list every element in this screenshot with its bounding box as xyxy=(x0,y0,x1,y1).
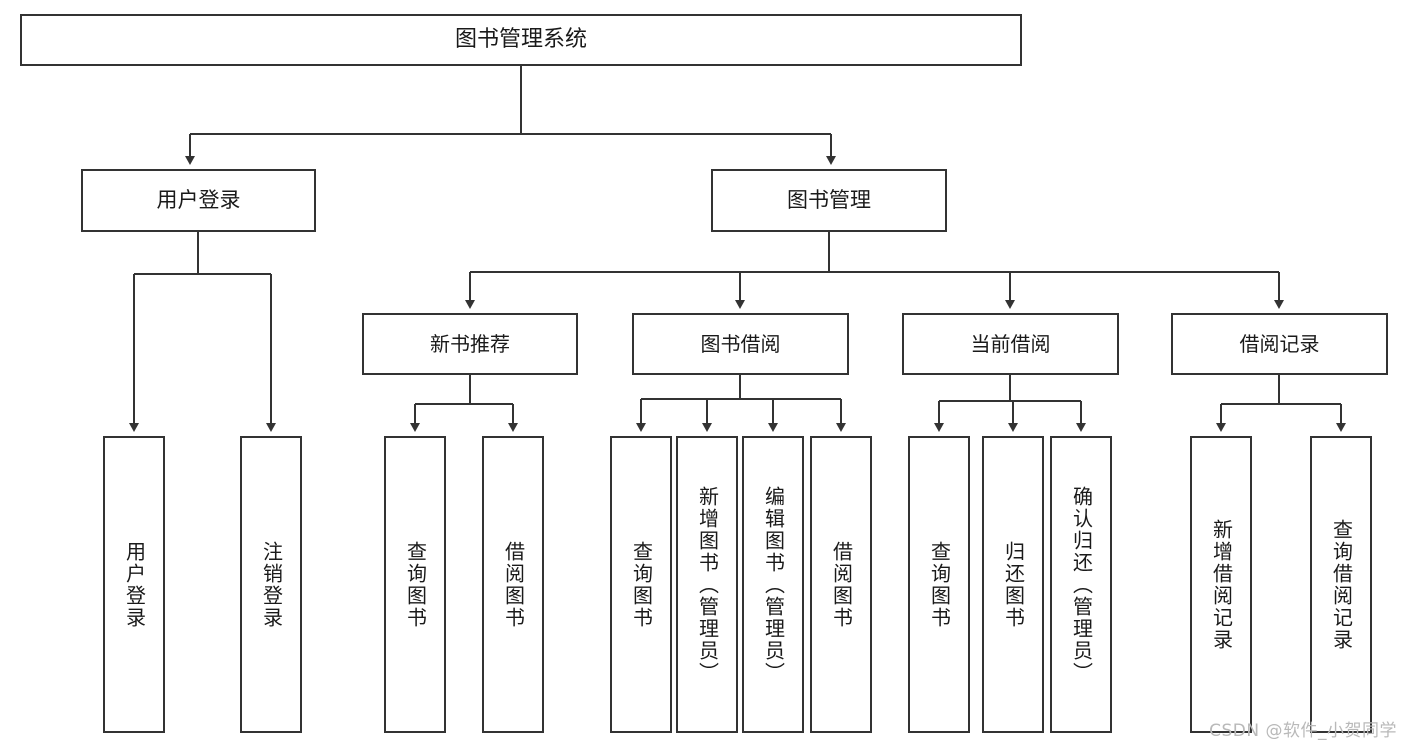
node-level1-1[interactable]: 图书管理 xyxy=(711,169,947,232)
node-leaf-6[interactable]: 编辑图书（管理员） xyxy=(742,436,804,733)
node-label: 查询借阅记录 xyxy=(1329,518,1354,651)
node-label: 查询图书 xyxy=(927,540,952,629)
connector-path xyxy=(134,232,271,275)
node-root-图书管理系统[interactable]: 图书管理系统 xyxy=(20,14,1022,66)
connector-path xyxy=(939,375,1081,402)
node-leaf-2[interactable]: 查询图书 xyxy=(384,436,446,733)
node-label: 图书管理系统 xyxy=(454,27,587,53)
node-label: 编辑图书（管理员） xyxy=(761,485,786,684)
node-leaf-12[interactable]: 查询借阅记录 xyxy=(1310,436,1372,733)
node-label: 图书管理 xyxy=(787,188,871,213)
node-label: 借阅记录 xyxy=(1239,331,1320,356)
node-leaf-10[interactable]: 确认归还（管理员） xyxy=(1050,436,1112,733)
node-label: 用户登录 xyxy=(156,188,241,213)
node-label: 新书推荐 xyxy=(430,331,510,356)
node-label: 用户登录 xyxy=(122,540,147,629)
connector-path xyxy=(415,375,513,405)
node-label: 查询图书 xyxy=(403,540,428,629)
node-leaf-0[interactable]: 用户登录 xyxy=(103,436,165,733)
connector-path xyxy=(1221,375,1341,405)
connector-path xyxy=(470,232,1279,273)
node-label: 新增图书（管理员） xyxy=(695,485,720,684)
node-leaf-9[interactable]: 归还图书 xyxy=(982,436,1044,733)
node-leaf-3[interactable]: 借阅图书 xyxy=(482,436,544,733)
node-label: 确认归还（管理员） xyxy=(1069,485,1094,684)
connector-path xyxy=(641,375,841,400)
node-leaf-11[interactable]: 新增借阅记录 xyxy=(1190,436,1252,733)
node-leaf-4[interactable]: 查询图书 xyxy=(610,436,672,733)
node-label: 查询图书 xyxy=(629,540,654,629)
node-label: 新增借阅记录 xyxy=(1209,518,1234,651)
node-leaf-5[interactable]: 新增图书（管理员） xyxy=(676,436,738,733)
node-level2-0[interactable]: 新书推荐 xyxy=(362,313,578,375)
node-level2-2[interactable]: 当前借阅 xyxy=(902,313,1119,375)
node-label: 图书借阅 xyxy=(700,331,781,356)
node-label: 借阅图书 xyxy=(829,540,854,629)
node-leaf-1[interactable]: 注销登录 xyxy=(240,436,302,733)
watermark: CSDN @软件_小贺同学 xyxy=(1209,721,1397,741)
node-level2-3[interactable]: 借阅记录 xyxy=(1171,313,1388,375)
node-label: 当前借阅 xyxy=(970,331,1051,356)
node-leaf-8[interactable]: 查询图书 xyxy=(908,436,970,733)
node-label: 注销登录 xyxy=(259,540,284,629)
node-level2-1[interactable]: 图书借阅 xyxy=(632,313,849,375)
node-label: 归还图书 xyxy=(1001,540,1026,629)
node-label: 借阅图书 xyxy=(501,540,526,629)
connector-path xyxy=(190,66,831,135)
node-level1-0[interactable]: 用户登录 xyxy=(81,169,316,232)
node-leaf-7[interactable]: 借阅图书 xyxy=(810,436,872,733)
